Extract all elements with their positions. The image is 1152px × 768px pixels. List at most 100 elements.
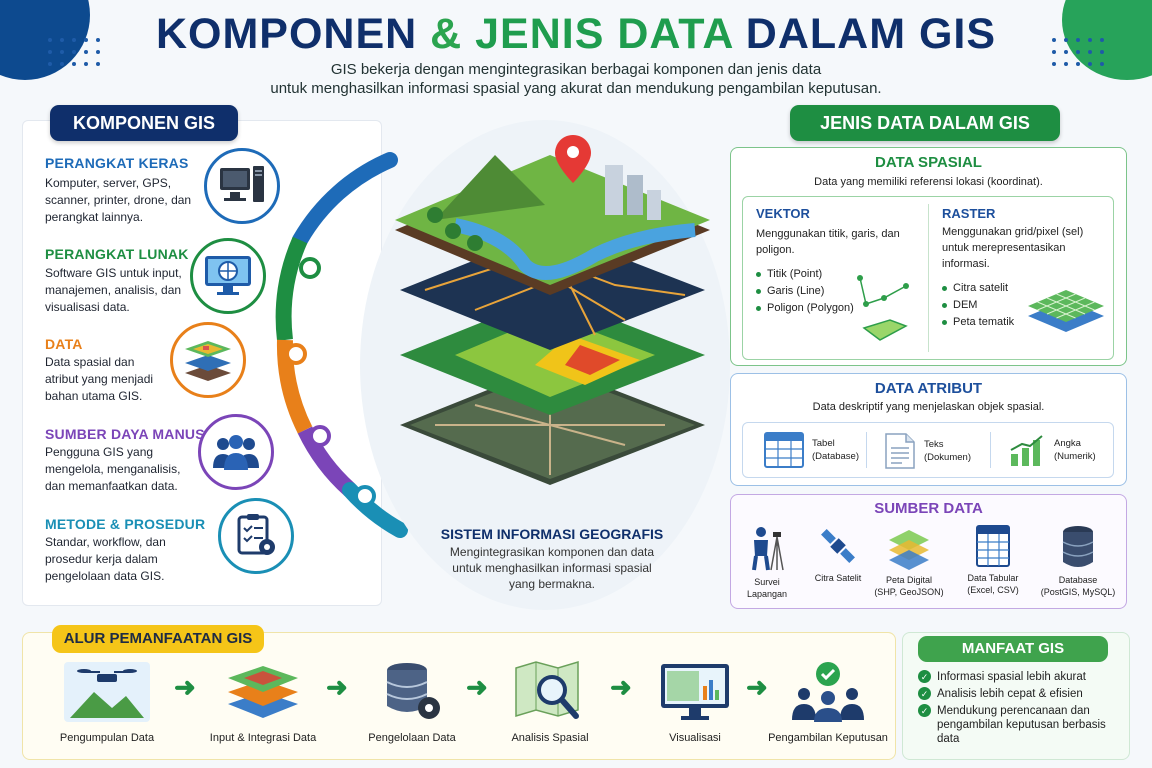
flow-step-decision: Pengambilan Keputusan <box>764 660 892 744</box>
dot-pattern-right <box>1052 38 1104 66</box>
raster-grid-icon <box>1028 290 1104 332</box>
attribute-data-desc: Data deskriptif yang menjelaskan objek s… <box>812 401 1045 413</box>
title-part-3: DALAM GIS <box>745 10 997 58</box>
document-icon <box>885 433 915 469</box>
data-types-heading: JENIS DATA DALAM GIS <box>790 105 1060 141</box>
spatial-subtypes-frame <box>742 196 1114 360</box>
flow-step-visualization: Visualisasi <box>640 662 750 744</box>
database-icon <box>1062 526 1094 567</box>
component-circle-people <box>198 414 274 490</box>
flow-arrow: ➜ <box>174 672 196 702</box>
flow-heading: ALUR PEMANFAATAN GIS <box>52 625 264 653</box>
team-check-icon <box>792 662 864 722</box>
raster-title: RASTER <box>942 206 996 221</box>
sources-box <box>730 494 1127 609</box>
component-circle-hardware <box>204 148 280 224</box>
subtitle-line-2: untuk menghasilkan informasi spasial yan… <box>270 80 882 97</box>
flow-step-collect: Pengumpulan Data <box>44 662 170 744</box>
dashboard-icon <box>661 664 729 720</box>
check-icon: ✓ <box>918 687 931 700</box>
satellite-icon <box>821 529 855 563</box>
benefits-list: ✓Informasi spasial lebih akurat ✓Analisi… <box>918 670 1118 746</box>
drone-icon <box>64 662 150 722</box>
attribute-items-frame <box>742 422 1114 478</box>
check-icon: ✓ <box>918 704 931 717</box>
flow-arrow: ➜ <box>746 672 768 702</box>
benefit-item: ✓Analisis lebih cepat & efisien <box>918 687 1118 701</box>
component-desc-people: Pengguna GIS yang mengelola, menganalisi… <box>45 445 181 493</box>
source-item-database: Database(PostGIS, MySQL) <box>1036 524 1120 598</box>
vector-desc: Menggunakan titik, garis, dan poligon. <box>756 228 900 256</box>
map-layers-icon <box>185 341 231 381</box>
title-part-1: KOMPONEN <box>155 10 418 58</box>
flow-arrow: ➜ <box>610 672 632 702</box>
attribute-item-table: Tabel(Database) <box>764 432 859 468</box>
dot-pattern-left <box>48 38 100 66</box>
component-circle-data <box>170 322 246 398</box>
flow-step-input: Input & Integrasi Data <box>196 662 330 744</box>
source-item-tabular: Data Tabular(Excel, CSV) <box>960 524 1026 596</box>
vector-title: VEKTOR <box>756 206 810 221</box>
components-heading: KOMPONEN GIS <box>50 105 238 141</box>
source-item-survey: Survei Lapangan <box>734 524 800 600</box>
benefits-heading: MANFAAT GIS <box>918 636 1108 662</box>
layers-icon <box>228 666 298 718</box>
center-title: SISTEM INFORMASI GEOGRAFIS <box>440 526 664 542</box>
component-desc-methods: Standar, workflow, dan prosedur kerja da… <box>45 535 166 583</box>
gis-layers-illustration <box>395 135 710 485</box>
raster-item: Peta tematik <box>942 314 1014 331</box>
components-arc <box>275 152 408 538</box>
benefit-item: ✓Mendukung perencanaan dan pengambilan k… <box>918 704 1118 746</box>
surveyor-icon <box>752 527 784 571</box>
raster-item: DEM <box>942 297 1014 314</box>
title-part-2: JENIS DATA <box>475 10 733 58</box>
attribute-item-number: Angka(Numerik) <box>1008 432 1096 468</box>
sources-title: SUMBER DATA <box>874 500 983 517</box>
database-gear-icon <box>386 663 440 719</box>
component-title-software: PERANGKAT LUNAK <box>45 246 189 262</box>
table-icon <box>764 432 804 468</box>
digital-map-icon <box>889 530 929 570</box>
center-desc: Mengintegrasikan komponen dan data untuk… <box>449 545 655 591</box>
attribute-divider <box>866 432 867 468</box>
title-ampersand: & <box>430 10 463 58</box>
map-magnifier-icon <box>515 660 579 719</box>
vector-item: Garis (Line) <box>756 283 854 300</box>
attribute-data-title: DATA ATRIBUT <box>874 380 983 397</box>
component-desc-data: Data spasial dan atribut yang menjadi ba… <box>45 355 154 403</box>
people-icon <box>213 435 259 470</box>
vector-graphic-icon <box>857 275 909 341</box>
component-title-people: SUMBER DAYA MANUSIA <box>45 426 220 442</box>
source-item-satellite: Citra Satelit <box>810 524 866 584</box>
raster-list: Citra satelit DEM Peta tematik <box>942 280 1014 331</box>
component-circle-methods <box>218 498 294 574</box>
component-circle-software <box>190 238 266 314</box>
flow-arrow: ➜ <box>466 672 488 702</box>
vector-item: Poligon (Polygon) <box>756 300 854 317</box>
checklist-gear-icon <box>237 514 275 555</box>
spreadsheet-icon <box>976 525 1010 567</box>
component-title-methods: METODE & PROSEDUR <box>45 516 206 532</box>
page-subtitle: GIS bekerja dengan mengintegrasikan berb… <box>0 60 1152 98</box>
benefit-item: ✓Informasi spasial lebih akurat <box>918 670 1118 684</box>
subtitle-line-1: GIS bekerja dengan mengintegrasikan berb… <box>330 61 822 78</box>
spatial-data-desc: Data yang memiliki referensi lokasi (koo… <box>814 176 1043 188</box>
flow-step-manage: Pengelolaan Data <box>352 660 472 744</box>
attribute-divider <box>990 432 991 468</box>
spatial-data-title: DATA SPASIAL <box>875 154 982 171</box>
vector-list: Titik (Point) Garis (Line) Poligon (Poly… <box>756 266 854 317</box>
page-title: KOMPONEN & JENIS DATA DALAM GIS <box>0 10 1152 59</box>
source-item-digital-map: Peta Digital(SHP, GeoJSON) <box>874 524 944 598</box>
location-pin-icon <box>555 135 591 183</box>
component-desc-hardware: Komputer, server, GPS, scanner, printer,… <box>45 176 192 224</box>
bar-chart-icon <box>1010 435 1043 466</box>
flow-panel <box>22 632 896 760</box>
attribute-item-text: Teks(Dokumen) <box>884 432 971 470</box>
spatial-divider <box>928 204 929 352</box>
computer-icon <box>220 166 264 202</box>
monitor-globe-icon <box>205 256 251 295</box>
component-title-hardware: PERANGKAT KERAS <box>45 155 189 171</box>
raster-desc: Menggunakan grid/pixel (sel) untuk merep… <box>942 226 1084 270</box>
flow-arrow: ➜ <box>326 672 348 702</box>
raster-item: Citra satelit <box>942 280 1014 297</box>
